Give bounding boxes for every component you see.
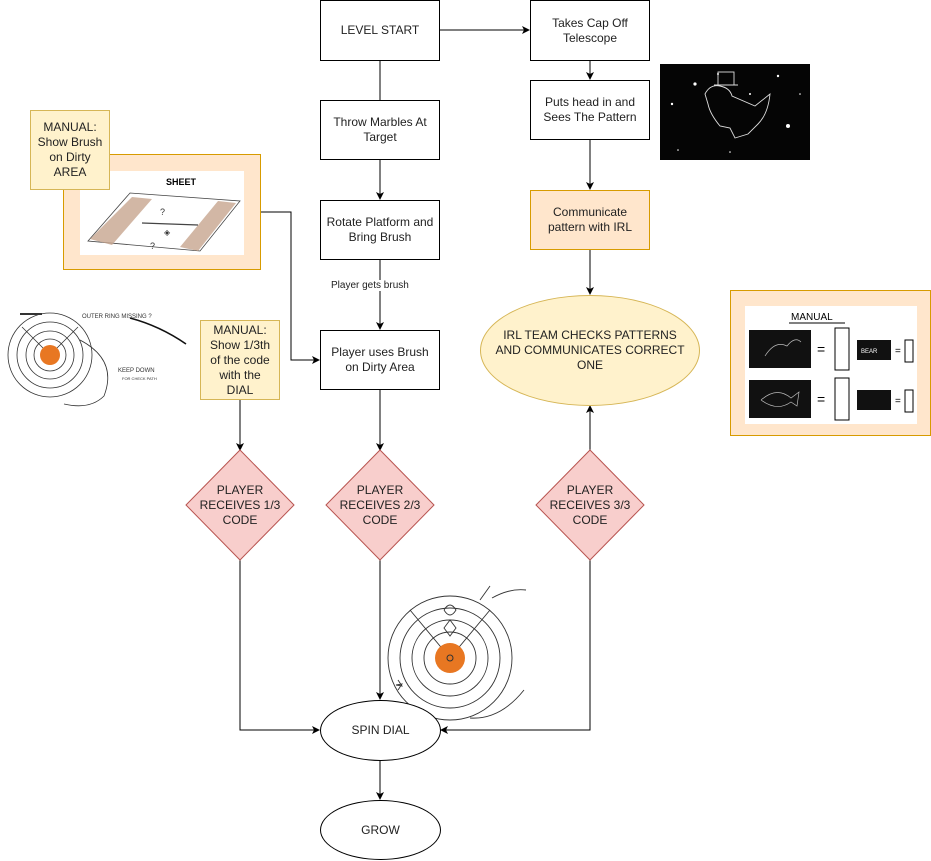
edge-label-player-gets-brush: Player gets brush (329, 280, 411, 291)
node-level-start[interactable]: LEVEL START (320, 0, 440, 61)
manual-drawing: MANUAL = = BEAR = = (749, 312, 914, 421)
node-communicate[interactable]: Communicate pattern with IRL (530, 190, 650, 250)
node-throw-marbles[interactable]: Throw Marbles At Target (320, 100, 440, 160)
svg-text:=: = (817, 341, 825, 357)
decision-receives-2 (325, 449, 435, 561)
node-irl-team[interactable]: IRL TEAM CHECKS PATTERNS AND COMMUNICATE… (480, 295, 700, 406)
sheet-title: SHEET (166, 177, 197, 187)
dial-sketch-bottom (387, 585, 527, 721)
node-spin-dial-text: SPIN DIAL (351, 723, 410, 737)
note-manual-brush: MANUAL: Show Brush on Dirty AREA (30, 110, 110, 190)
svg-text:=: = (895, 396, 901, 407)
manual-sketch-image: MANUAL = = BEAR = = (745, 306, 917, 424)
node-use-brush[interactable]: Player uses Brush on Dirty Area (320, 330, 440, 390)
manual-sketch-frame: MANUAL = = BEAR = = (730, 290, 931, 436)
dial-note-path: FOR CHECK PATH (122, 376, 157, 381)
constellation-image (660, 64, 810, 160)
svg-text:?: ? (150, 241, 155, 251)
edge-sheet-to-brush (261, 211, 320, 364)
edge-r1-to-spin (239, 560, 320, 734)
svg-text:=: = (817, 391, 825, 407)
note-manual-dial: MANUAL: Show 1/3th of the code with the … (200, 320, 280, 400)
dial-note-keep: KEEP DOWN (118, 368, 155, 374)
constellation-drawing (670, 71, 801, 153)
svg-text:=: = (895, 346, 901, 357)
node-take-cap[interactable]: Takes Cap Off Telescope (530, 0, 650, 61)
node-grow[interactable]: GROW (320, 800, 441, 860)
node-puts-head-text: Puts head in and Sees The Pattern (543, 95, 637, 124)
note-manual-dial-text: MANUAL: Show 1/3th of the code with the … (209, 322, 271, 397)
svg-text:◈: ◈ (164, 228, 171, 237)
note-manual-brush-text: MANUAL: Show Brush on Dirty AREA (37, 120, 103, 179)
svg-text:?: ? (160, 207, 165, 217)
node-level-start-text: LEVEL START (340, 23, 420, 37)
decision-receives-1-text: PLAYER RECEIVES 1/3 CODE (199, 482, 281, 527)
node-grow-text: GROW (361, 822, 400, 837)
manual-word: BEAR (861, 349, 878, 355)
edge-r3-to-spin (440, 560, 591, 734)
node-throw-marbles-text: Throw Marbles At Target (333, 115, 427, 144)
node-rotate-platform-text: Rotate Platform and Bring Brush (326, 215, 434, 244)
node-use-brush-text: Player uses Brush on Dirty Area (331, 345, 429, 374)
node-puts-head[interactable]: Puts head in and Sees The Pattern (530, 80, 650, 140)
sheet-drawing: SHEET ? ◈ ? (87, 177, 241, 252)
decision-receives-2-text: PLAYER RECEIVES 2/3 CODE (339, 482, 421, 527)
dial-note-outer: OUTER RING MISSING ? (82, 314, 152, 320)
dial-sketch-left: OUTER RING MISSING ? KEEP DOWN FOR CHECK… (7, 312, 187, 407)
node-communicate-text: Communicate pattern with IRL (547, 205, 633, 234)
node-take-cap-text: Takes Cap Off Telescope (552, 15, 628, 45)
node-spin-dial[interactable]: SPIN DIAL (320, 700, 441, 761)
decision-receives-3-text: PLAYER RECEIVES 3/3 CODE (549, 482, 631, 527)
node-rotate-platform[interactable]: Rotate Platform and Bring Brush (320, 200, 440, 260)
decision-receives-1 (185, 449, 295, 561)
manual-title: MANUAL (791, 312, 833, 323)
node-irl-team-text: IRL TEAM CHECKS PATTERNS AND COMMUNICATE… (495, 328, 685, 372)
decision-receives-3 (535, 449, 645, 561)
